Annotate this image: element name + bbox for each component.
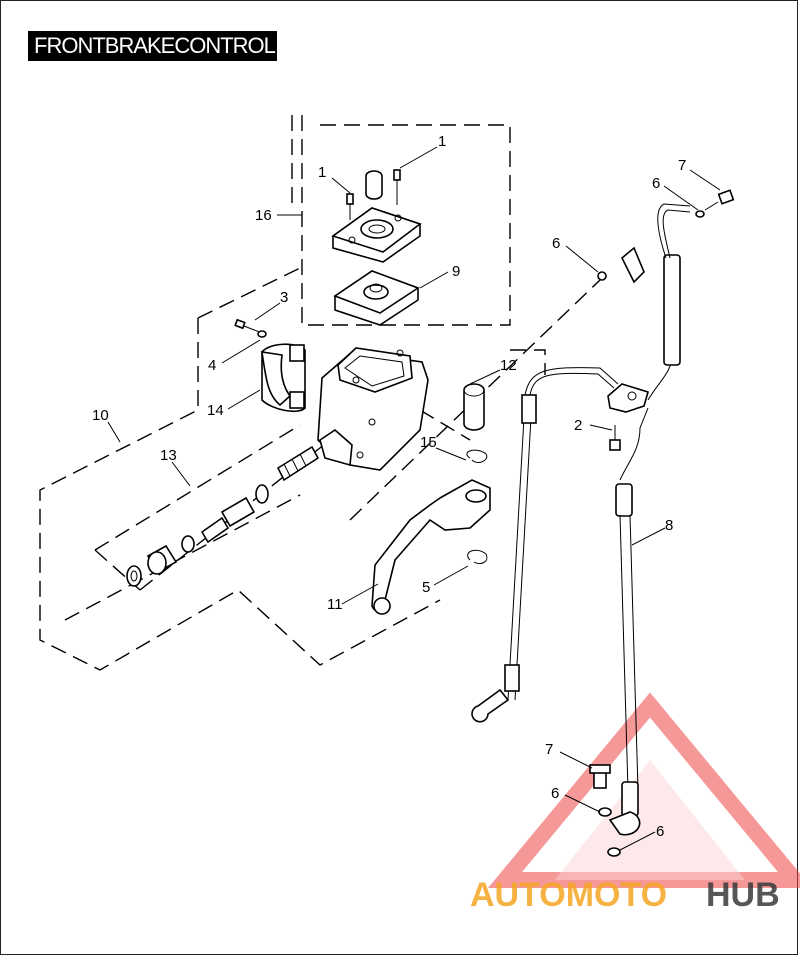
washer-part-6d xyxy=(607,847,621,857)
callout-6b: 6 xyxy=(552,235,560,252)
callout-5: 5 xyxy=(422,579,430,596)
watermark-part1: AUTOMOTO xyxy=(470,876,667,914)
screw-part-1a xyxy=(346,193,354,220)
callout-8: 8 xyxy=(665,517,673,534)
callout-7a: 7 xyxy=(678,157,686,174)
watermark-logo xyxy=(487,692,800,888)
clamp-screw-part-3 xyxy=(234,318,263,334)
assembly-outline-16 xyxy=(291,115,511,326)
brake-lever-part-11 xyxy=(371,479,491,615)
callout-6c: 6 xyxy=(551,785,559,802)
assembly-outline-10 xyxy=(39,267,546,671)
brake-line-upper xyxy=(471,367,619,723)
callout-2: 2 xyxy=(574,417,582,434)
callout-14: 14 xyxy=(207,402,224,419)
callout-11: 11 xyxy=(327,596,343,613)
washer-part-6a xyxy=(695,210,705,218)
piston-assembly-part-13 xyxy=(126,445,320,587)
callout-12: 12 xyxy=(500,357,517,374)
washer-part-4 xyxy=(257,330,267,338)
screw-part-2 xyxy=(609,425,621,451)
diaphragm-part-9 xyxy=(333,270,420,326)
banjo-fitting-block xyxy=(607,383,649,413)
leader-lines xyxy=(107,146,721,851)
callout-1a: 1 xyxy=(318,164,326,181)
banjo-bolt-part-7b xyxy=(589,764,611,789)
master-cylinder-body xyxy=(317,347,429,471)
clamp-part-14 xyxy=(261,343,306,412)
watermark-part2: HUB xyxy=(706,876,780,914)
page-title: FRONTBRAKECONTROL xyxy=(28,31,277,61)
vent-plug xyxy=(365,170,383,200)
washer-part-6b xyxy=(597,271,607,281)
part-callouts: 1 1 16 9 3 4 14 12 10 13 15 11 5 2 8 7 6… xyxy=(92,133,686,840)
callout-1b: 1 xyxy=(438,133,446,150)
screw-part-1b xyxy=(393,169,401,205)
retaining-ring-part-5 xyxy=(467,549,488,565)
callout-6a: 6 xyxy=(652,175,660,192)
assembly-outline-13 xyxy=(64,424,301,621)
banjo-bolt-part-7a xyxy=(704,189,735,211)
pivot-pin-part-12 xyxy=(463,383,485,431)
callout-9: 9 xyxy=(452,263,460,280)
callout-10: 10 xyxy=(92,407,109,424)
callout-6d: 6 xyxy=(656,823,664,840)
callout-7b: 7 xyxy=(545,741,553,758)
callout-4: 4 xyxy=(208,357,216,374)
callout-15: 15 xyxy=(420,434,437,451)
reservoir-cover-part-16 xyxy=(331,207,422,263)
brake-hose-part-8 xyxy=(608,203,691,836)
callout-13: 13 xyxy=(160,447,177,464)
watermark-text: AUTOMOTO HUB xyxy=(470,876,780,914)
clip-part-15 xyxy=(466,449,488,463)
washer-part-6c xyxy=(598,807,612,817)
callout-16: 16 xyxy=(255,207,272,224)
callout-3: 3 xyxy=(280,289,288,306)
